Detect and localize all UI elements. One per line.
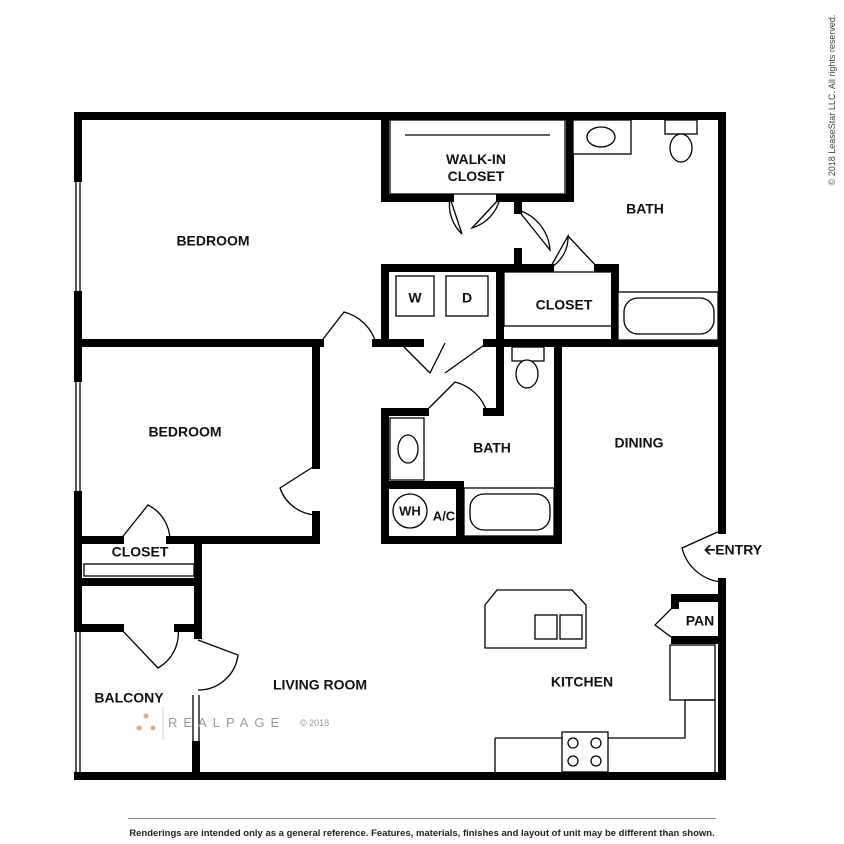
doors bbox=[119, 197, 723, 745]
room-label-kitchen: KITCHEN bbox=[550, 673, 614, 690]
fixtures bbox=[83, 119, 719, 776]
room-label-bedroom-2: BEDROOM bbox=[148, 423, 222, 440]
water-heater-label: WH bbox=[399, 503, 421, 519]
room-label-bath-2: BATH bbox=[473, 439, 511, 456]
watermark-brand: REALPAGE bbox=[168, 715, 286, 730]
dryer-label: D bbox=[461, 289, 473, 306]
disclaimer-text: Renderings are intended only as a genera… bbox=[129, 828, 715, 839]
room-label-living-room: LIVING ROOM bbox=[272, 676, 368, 693]
divider bbox=[128, 818, 716, 819]
room-label-closet-2: CLOSET bbox=[111, 543, 169, 560]
outer-walls bbox=[74, 112, 726, 780]
room-label-walkin-closet: WALK-IN CLOSET bbox=[446, 151, 506, 184]
room-label-dining: DINING bbox=[614, 434, 664, 451]
room-label-bath: BATH bbox=[626, 200, 664, 217]
ac-label: A/C bbox=[432, 508, 456, 524]
copyright-text: © 2018 LeaseStar LLC. All rights reserve… bbox=[827, 14, 837, 186]
entry-text: ENTRY bbox=[715, 541, 763, 558]
room-label-pantry: PAN bbox=[685, 612, 715, 629]
room-label-bedroom: BEDROOM bbox=[176, 232, 250, 249]
windows bbox=[75, 178, 81, 776]
arrow-left-icon: 🡨 bbox=[703, 541, 716, 558]
room-label-balcony: BALCONY bbox=[94, 689, 164, 706]
entry-label: 🡨ENTRY bbox=[704, 542, 762, 559]
room-label-closet: CLOSET bbox=[535, 296, 593, 313]
interior-walls bbox=[74, 112, 726, 780]
washer-label: W bbox=[408, 289, 422, 306]
watermark-year: © 2018 bbox=[300, 718, 330, 728]
realpage-logo bbox=[136, 707, 164, 740]
